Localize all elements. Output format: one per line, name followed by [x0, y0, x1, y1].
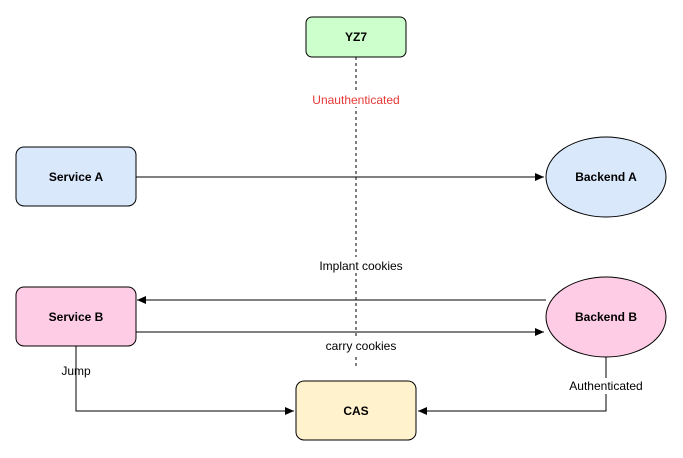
node-yz7-shape: [305, 16, 407, 58]
node-yz7-label: YZ7: [345, 30, 367, 44]
node-yz7: YZ7: [305, 16, 407, 58]
label-jump: Jump: [61, 364, 91, 378]
node-backend-b: Backend B: [545, 276, 667, 358]
edge-backend-b-to-cas: [418, 357, 607, 415]
node-service-a-shape: [15, 146, 137, 207]
node-service-b: Service B: [15, 286, 137, 347]
edge-service-b-to-cas: [75, 346, 294, 415]
node-backend-a-shape: [545, 136, 667, 218]
node-service-b-label: Service B: [49, 310, 104, 324]
label-carry-cookies: carry cookies: [326, 339, 397, 353]
node-backend-b-label: Backend B: [575, 310, 637, 324]
node-backend-a: Backend A: [545, 136, 667, 218]
node-cas-label: CAS: [343, 404, 368, 418]
node-service-a: Service A: [15, 146, 137, 207]
label-unauthenticated-bg: [308, 91, 404, 107]
node-backend-a-label: Backend A: [575, 170, 637, 184]
node-service-b-shape: [15, 286, 137, 347]
node-cas: CAS: [295, 380, 417, 441]
label-implant-cookies-bg: [312, 257, 400, 273]
label-carry-cookies-bg: [320, 338, 402, 354]
label-authenticated: Authenticated: [569, 379, 642, 393]
node-cas-shape: [295, 380, 417, 441]
node-service-a-label: Service A: [49, 170, 104, 184]
label-unauthenticated: Unauthenticated: [312, 93, 399, 107]
node-backend-b-shape: [545, 276, 667, 358]
label-authenticated-bg: [564, 378, 648, 394]
label-implant-cookies: Implant cookies: [319, 259, 402, 273]
